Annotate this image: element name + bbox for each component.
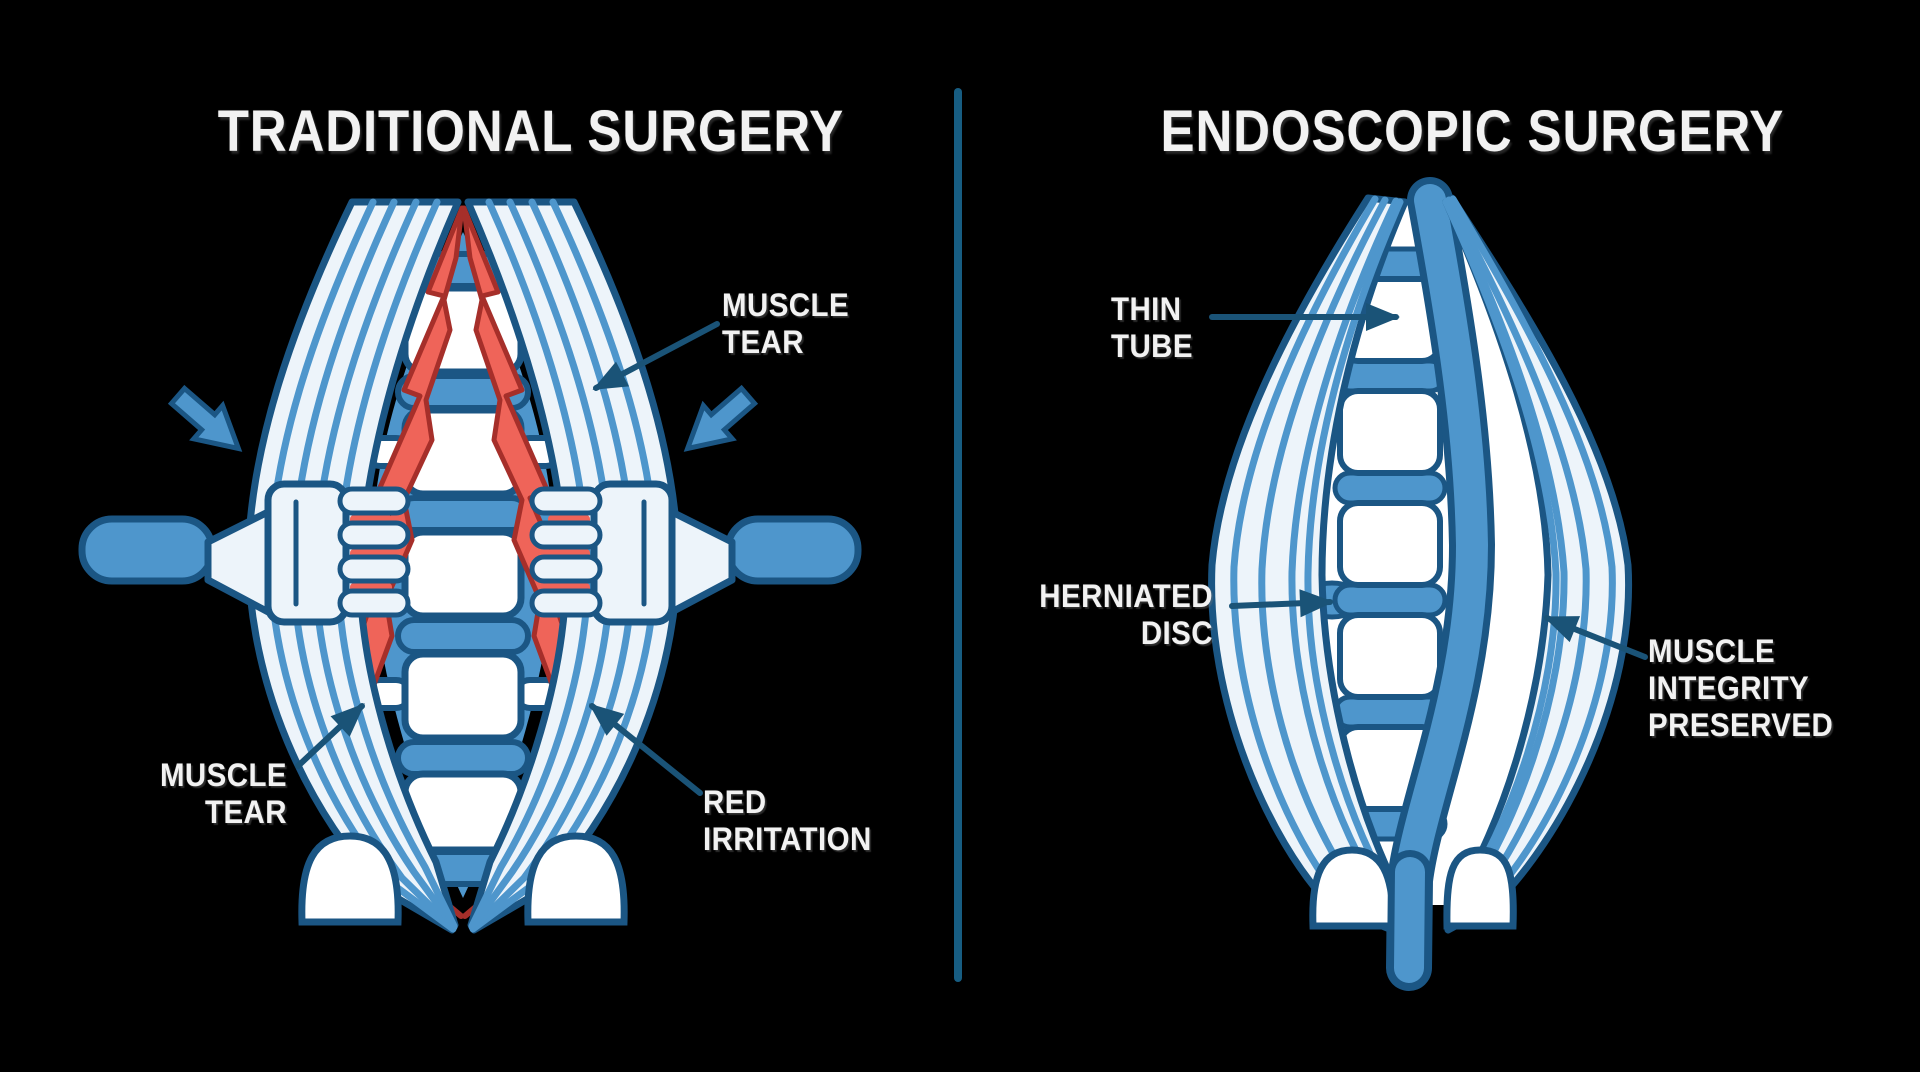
retractor-prong xyxy=(529,588,603,618)
label-muscle-tear-bottom: MUSCLE TEAR xyxy=(133,757,287,831)
muscle-tear-top-arrow xyxy=(592,321,720,391)
muscle-lobe xyxy=(524,832,628,926)
label-line: MUSCLE xyxy=(159,757,287,793)
retractor-prong xyxy=(337,588,411,618)
pressure-arrow-left-icon xyxy=(164,379,253,465)
intact-muscle-right xyxy=(1442,194,1633,934)
title-traditional-surgery: TRADITIONAL SURGERY xyxy=(217,99,845,164)
retractor-prong xyxy=(529,554,603,584)
vertebra xyxy=(1337,612,1443,700)
muscle-lobe xyxy=(298,832,402,926)
label-line: THIN xyxy=(1111,291,1182,327)
label-line: MUSCLE xyxy=(1648,633,1776,669)
label-line: PRESERVED xyxy=(1648,707,1834,743)
muscle-lobe xyxy=(1309,846,1397,930)
label-line: MUSCLE xyxy=(722,287,850,323)
muscle-lobe xyxy=(1443,846,1517,930)
label-line: HERNIATED xyxy=(1039,578,1213,614)
retractor-prong xyxy=(337,486,411,516)
label-muscle-tear-top: MUSCLE TEAR xyxy=(722,287,849,361)
vertebra xyxy=(1337,388,1443,476)
retractor-handle xyxy=(724,515,862,585)
retractor-handle xyxy=(78,515,216,585)
traditional-surgery-figure xyxy=(78,198,862,934)
retractor-prong xyxy=(337,520,411,550)
retractor-neck xyxy=(204,506,276,618)
thin-tube-instrument xyxy=(1386,177,1496,991)
title-endoscopic-surgery: ENDOSCOPIC SURGERY xyxy=(1160,99,1785,164)
label-line: RED xyxy=(703,784,767,820)
retractor-head xyxy=(590,480,676,626)
retractor-left xyxy=(78,480,411,626)
endoscopic-surgery-figure xyxy=(1208,177,1633,991)
label-line: INTEGRITY xyxy=(1648,670,1810,706)
pressure-arrow-right-icon xyxy=(673,379,762,465)
callout-arrows xyxy=(295,303,1648,796)
muscle-integrity-arrow xyxy=(1543,615,1648,660)
vertebra xyxy=(401,650,525,742)
label-line: IRRITATION xyxy=(703,821,872,857)
label-red-irritation: RED IRRITATION xyxy=(703,784,872,858)
herniated-disc-arrow xyxy=(1229,589,1334,618)
panel-divider xyxy=(954,88,962,982)
retractor-prong xyxy=(337,554,411,584)
label-thin-tube: THIN TUBE xyxy=(1111,291,1193,365)
retractor-prong xyxy=(529,520,603,550)
vertebra xyxy=(401,528,525,620)
red-irritation-arrow xyxy=(588,703,703,796)
vertebra xyxy=(1337,500,1443,588)
muscle-tear-bottom-arrow xyxy=(295,703,365,769)
thin-tube-tail xyxy=(1387,850,1432,990)
label-muscle-integrity-preserved: MUSCLE INTEGRITY PRESERVED xyxy=(1648,633,1833,744)
label-line: TUBE xyxy=(1111,328,1193,364)
label-line: DISC xyxy=(1140,615,1213,651)
label-line: TEAR xyxy=(205,794,287,830)
retractor-prong xyxy=(529,486,603,516)
label-herniated-disc: HERNIATED DISC xyxy=(1032,578,1213,652)
label-line: TEAR xyxy=(722,324,804,360)
retractor-right xyxy=(529,480,862,626)
retractor-head xyxy=(264,480,350,626)
retractor-neck xyxy=(664,506,736,618)
